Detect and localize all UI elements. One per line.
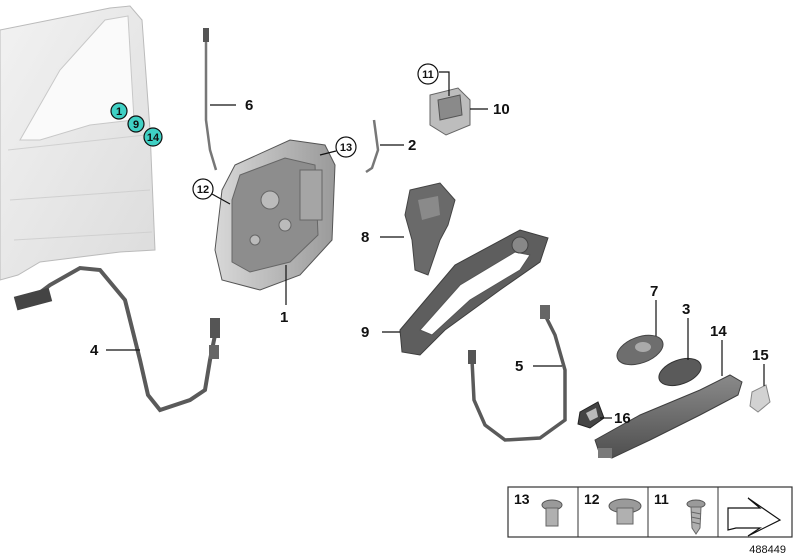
circled-12: 12	[192, 178, 231, 205]
door-marker-9-label: 9	[133, 119, 139, 131]
part-2-rod: 2	[365, 119, 416, 174]
part-14-door-handle: 14	[594, 323, 743, 459]
callout-7: 7	[650, 283, 658, 300]
callout-6: 6	[245, 97, 253, 114]
callout-16: 16	[614, 410, 631, 427]
door-marker-14[interactable]	[143, 127, 163, 147]
part-4-cable: 4	[13, 265, 220, 413]
part-15-cover-cap: 15	[749, 347, 771, 413]
callout-9: 9	[361, 324, 369, 341]
part-9-handle-carrier: 9	[361, 229, 549, 356]
screw-12-icon	[608, 498, 642, 525]
callout-14: 14	[710, 323, 727, 340]
door-marker-9[interactable]	[127, 115, 145, 133]
part-10-striker: 10	[429, 87, 510, 136]
door-marker-1-label: 1	[116, 106, 122, 118]
part-5-cable: 5	[468, 305, 567, 442]
screw-11-icon	[686, 499, 706, 535]
door-panel: 1 9 14	[0, 5, 163, 281]
part-16-seal: 16	[577, 401, 631, 429]
screw-13-icon	[541, 499, 563, 527]
drawing-number: 488449	[749, 544, 786, 556]
circled-11: 11	[417, 63, 450, 96]
callout-3: 3	[682, 301, 690, 318]
arrow-icon	[727, 497, 782, 537]
screw-parts-box: 13 12 11	[507, 486, 793, 538]
part-6-rod: 6	[203, 28, 253, 171]
svg-text:13: 13	[340, 142, 352, 154]
door-marker-14-label: 14	[147, 132, 160, 144]
callout-4: 4	[90, 342, 99, 359]
svg-text:12: 12	[197, 184, 209, 196]
callout-5: 5	[515, 358, 523, 375]
screw-label-12: 12	[584, 491, 600, 507]
callout-1: 1	[280, 309, 288, 326]
screw-label-11: 11	[654, 491, 669, 507]
callout-10: 10	[493, 101, 510, 118]
door-marker-1[interactable]	[110, 102, 128, 120]
svg-text:11: 11	[422, 69, 434, 81]
callout-2: 2	[408, 137, 416, 154]
callout-15: 15	[752, 347, 769, 364]
part-1-door-lock: 1	[214, 139, 336, 326]
part-3-gasket: 3	[658, 301, 702, 387]
screw-label-13: 13	[514, 491, 530, 507]
circled-13: 13	[319, 136, 357, 158]
callout-8: 8	[361, 229, 369, 246]
part-8-bracket: 8	[361, 182, 456, 276]
part-7-cap: 7	[616, 283, 664, 366]
